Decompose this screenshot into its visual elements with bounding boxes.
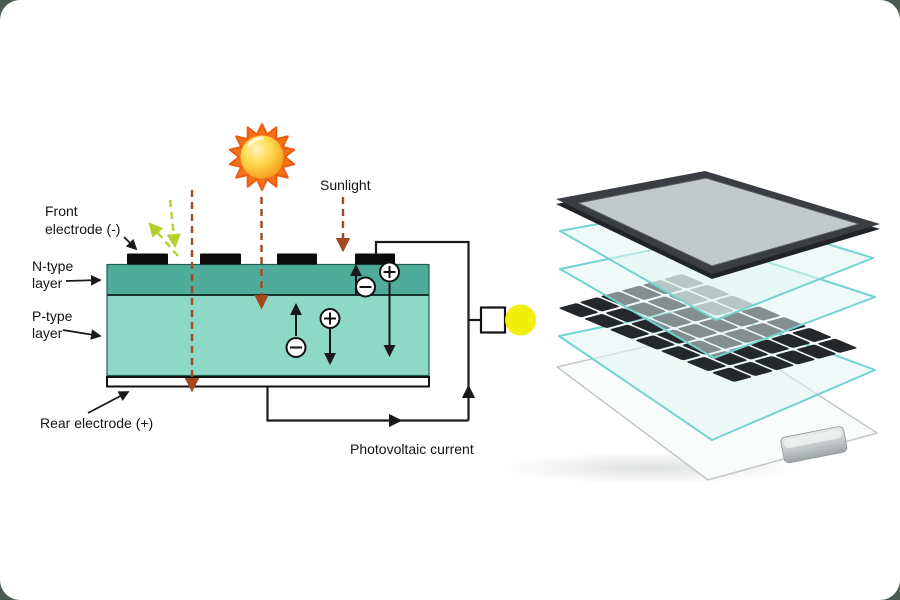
rear-electrode-pointer [87,391,130,414]
front-electrode-bar [200,253,241,265]
front-electrode-label-line2: electrode (-) [45,221,120,237]
junction-box [780,426,848,464]
frame-layer [556,171,880,279]
solar-cell [631,319,671,333]
p-type-label-line2: layer [32,325,63,341]
solar-panel-exploded-view [500,171,880,484]
sun-highlight [247,136,264,147]
front-electrode-bar [127,253,168,265]
label-arrows [62,236,138,414]
solar-cell [797,344,836,359]
front-electrode-pointer [123,236,138,251]
hole-symbol [379,261,400,283]
solar-cell [584,314,624,328]
photovoltaic-current-label: Photovoltaic current [350,441,474,457]
solar-cell [754,356,794,371]
sun-icon [228,123,296,191]
solar-cell [580,297,619,312]
solar-cell [610,324,649,339]
solar-cell [606,308,645,323]
electron-symbol [355,276,376,298]
wire-top-right [374,240,470,421]
junction-box-top-face [784,429,842,449]
pv-cell-cross-section: Front electrode (-) N-type layer P-type … [32,123,536,457]
front-electrode-label-line1: Front [45,203,78,219]
solar-cell [818,338,857,353]
sun-core [240,135,284,179]
solar-cell [776,350,815,365]
solar-cell [733,362,773,376]
solar-cell [771,333,810,348]
solar-cell [559,303,598,318]
reflected-rays [148,199,181,257]
front-electrode-bar [277,253,317,265]
front-electrodes [127,253,395,265]
solar-cell [687,357,726,371]
incident-ray [166,199,181,249]
n-type-pointer [65,274,102,286]
cell-outline [106,263,430,377]
bulb-socket [479,306,507,334]
sunlight-rays [184,190,351,393]
hole-symbol [319,308,341,329]
n-type-label-line2: layer [32,275,63,291]
charge-carriers [285,261,400,365]
bulb-glow [505,304,536,336]
front-electrode-bar [355,253,395,265]
n-type-label-line1: N-type [32,258,73,274]
solar-cell [750,339,789,354]
solar-cell [636,335,675,350]
p-type-label-line1: P-type [32,308,73,324]
solar-cell [661,346,701,361]
circuit-wiring [266,240,481,428]
rear-electrode-bar [106,376,430,388]
wire-bottom [266,386,469,422]
p-type-pointer [62,329,102,340]
electron-symbol [285,337,307,358]
rear-electrode-label: Rear electrode (+) [40,415,153,431]
frame-inner-glass [577,177,860,267]
light-bulb-icon [479,304,536,336]
p-type-layer [107,294,429,376]
solar-cell [792,328,832,342]
sunlight-label: Sunlight [320,177,371,193]
solar-cell [712,367,752,382]
